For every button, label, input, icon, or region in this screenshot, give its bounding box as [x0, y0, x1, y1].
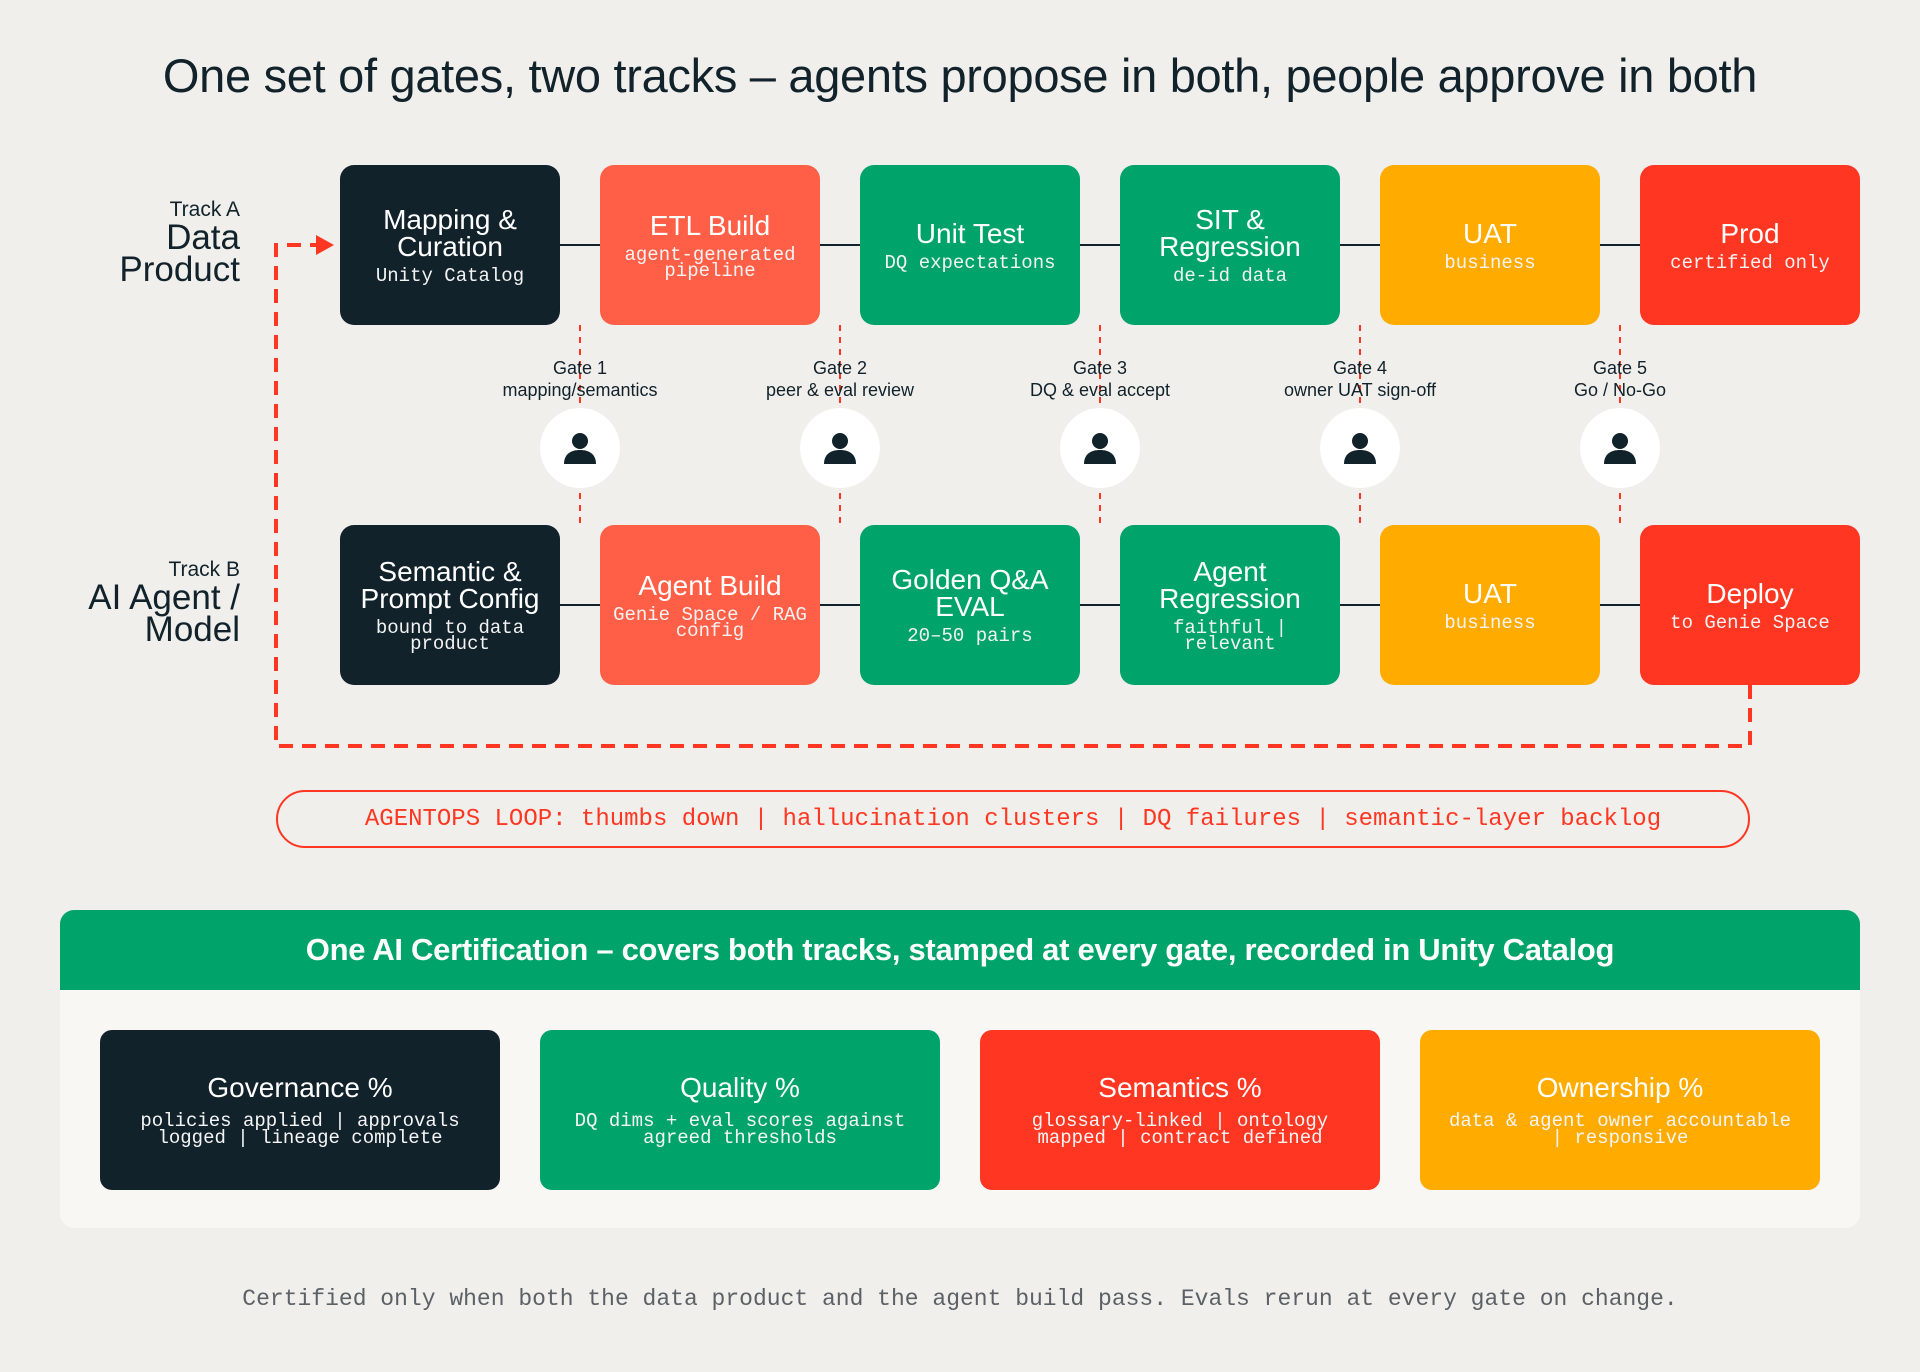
stage-subtitle: to Genie Space: [1670, 611, 1830, 634]
cert-card-desc: policies applied | approvals logged | li…: [140, 1110, 460, 1149]
gate-5-label: Gate 5 Go / No-Go: [1505, 357, 1735, 401]
track-a-name-line1: Data: [166, 218, 240, 257]
track-b-name-line2: Model: [144, 610, 240, 649]
stage-b-golden-qa-eval: Golden Q&A EVAL 20–50 pairs: [860, 525, 1080, 685]
gate-2-label: Gate 2 peer & eval review: [725, 357, 955, 401]
gate-name: Gate 2: [812, 358, 868, 378]
track-b-name-line1: AI Agent /: [88, 578, 240, 617]
stage-subtitle: de-id data: [1172, 265, 1288, 287]
stage-subtitle: bound to data product: [375, 617, 525, 655]
stage-title: UAT: [1463, 577, 1517, 609]
stage-title: Mapping & Curation: [383, 204, 517, 262]
track-b-label: Track B AI Agent / Model: [40, 558, 240, 649]
gate-name: Gate 1: [552, 358, 608, 378]
stage-subtitle: agent-generated pipeline: [624, 243, 796, 282]
stage-subtitle: certified only: [1670, 251, 1830, 274]
stage-a-etl-build: ETL Build agent-generated pipeline: [600, 165, 820, 325]
cert-card-title: Governance %: [207, 1072, 393, 1103]
feedback-arrowhead: [316, 235, 334, 255]
stage-b-deploy: Deploy to Genie Space: [1640, 525, 1860, 685]
stage-subtitle: Unity Catalog: [375, 265, 525, 287]
cert-card-desc: glossary-linked | ontology mapped | cont…: [1031, 1110, 1329, 1149]
track-a-name-line2: Product: [119, 250, 240, 289]
cert-card-desc: data & agent owner accountable | respons…: [1448, 1110, 1792, 1149]
stage-b-agent-regression: Agent Regression faithful | relevant: [1120, 525, 1340, 685]
person-icon: [824, 433, 856, 464]
feedback-loop-path: [274, 243, 1752, 748]
stage-title: SIT & Regression: [1159, 204, 1301, 262]
cert-card-semantics: Semantics % glossary-linked | ontology m…: [980, 1030, 1380, 1190]
certification-header: One AI Certification – covers both track…: [60, 910, 1860, 990]
page-title: One set of gates, two tracks – agents pr…: [162, 49, 1758, 102]
gate-4-label: Gate 4 owner UAT sign-off: [1245, 357, 1475, 401]
gate-2-approver: [800, 408, 880, 488]
person-icon: [1084, 433, 1116, 464]
agentops-loop-banner: AGENTOPS LOOP: thumbs down | hallucinati…: [276, 790, 1750, 848]
gate-5-approver: [1580, 408, 1660, 488]
stage-subtitle: Genie Space / RAG config: [613, 603, 807, 642]
person-icon: [1604, 433, 1636, 464]
stage-title: UAT: [1463, 217, 1517, 249]
stage-b-uat: UAT business: [1380, 525, 1600, 685]
gate-1-approver: [540, 408, 620, 488]
track-a-label: Track A Data Product: [40, 198, 240, 289]
stage-a-uat: UAT business: [1380, 165, 1600, 325]
cert-card-quality: Quality % DQ dims + eval scores against …: [540, 1030, 940, 1190]
gate-name: Gate 5: [1592, 358, 1648, 378]
stage-subtitle: faithful | relevant: [1172, 617, 1288, 655]
stage-title: Prod: [1720, 217, 1780, 249]
stage-subtitle: 20–50 pairs: [907, 625, 1033, 647]
footnote: Certified only when both the data produc…: [242, 1286, 1678, 1312]
gate-3-approver: [1060, 408, 1140, 488]
stage-subtitle: business: [1444, 611, 1536, 634]
stage-title: Agent Build: [638, 569, 782, 601]
stage-title: Golden Q&A EVAL: [891, 564, 1049, 622]
cert-card-desc: DQ dims + eval scores against agreed thr…: [574, 1110, 906, 1149]
gate-desc: peer & eval review: [765, 380, 915, 400]
gate-name: Gate 3: [1072, 358, 1128, 378]
stage-title: Semantic & Prompt Config: [360, 556, 540, 614]
gate-desc: mapping/semantics: [502, 380, 658, 400]
stage-subtitle: business: [1444, 251, 1536, 274]
stage-subtitle: DQ expectations: [884, 251, 1056, 274]
stage-a-unit-test: Unit Test DQ expectations: [860, 165, 1080, 325]
cert-card-title: Quality %: [680, 1072, 800, 1103]
gate-name: Gate 4: [1332, 358, 1388, 378]
cert-card-ownership: Ownership % data & agent owner accountab…: [1420, 1030, 1820, 1190]
gate-desc: owner UAT sign-off: [1283, 380, 1437, 400]
track-b-tag: Track B: [168, 558, 240, 581]
gate-desc: Go / No-Go: [1573, 380, 1667, 400]
gate-4-approver: [1320, 408, 1400, 488]
stage-b-semantic-prompt-config: Semantic & Prompt Config bound to data p…: [340, 525, 560, 685]
stage-a-sit-regression: SIT & Regression de-id data: [1120, 165, 1340, 325]
stage-title: Agent Regression: [1159, 556, 1301, 614]
cert-card-title: Ownership %: [1536, 1072, 1704, 1103]
cert-card-governance: Governance % policies applied | approval…: [100, 1030, 500, 1190]
cert-card-title: Semantics %: [1098, 1072, 1262, 1103]
track-a-tag: Track A: [169, 198, 240, 221]
gate-1-label: Gate 1 mapping/semantics: [465, 357, 695, 401]
stage-b-agent-build: Agent Build Genie Space / RAG config: [600, 525, 820, 685]
person-icon: [1344, 433, 1376, 464]
stage-title: Unit Test: [915, 217, 1025, 249]
certification-panel: One AI Certification – covers both track…: [60, 910, 1860, 1228]
stage-a-mapping-curation: Mapping & Curation Unity Catalog: [340, 165, 560, 325]
stage-a-prod: Prod certified only: [1640, 165, 1860, 325]
agentops-loop-text: AGENTOPS LOOP: thumbs down | hallucinati…: [364, 805, 1662, 833]
stage-title: Deploy: [1706, 577, 1794, 609]
person-icon: [564, 433, 596, 464]
stage-title: ETL Build: [649, 209, 771, 241]
gate-desc: DQ & eval accept: [1029, 380, 1171, 400]
gate-3-label: Gate 3 DQ & eval accept: [985, 357, 1215, 401]
